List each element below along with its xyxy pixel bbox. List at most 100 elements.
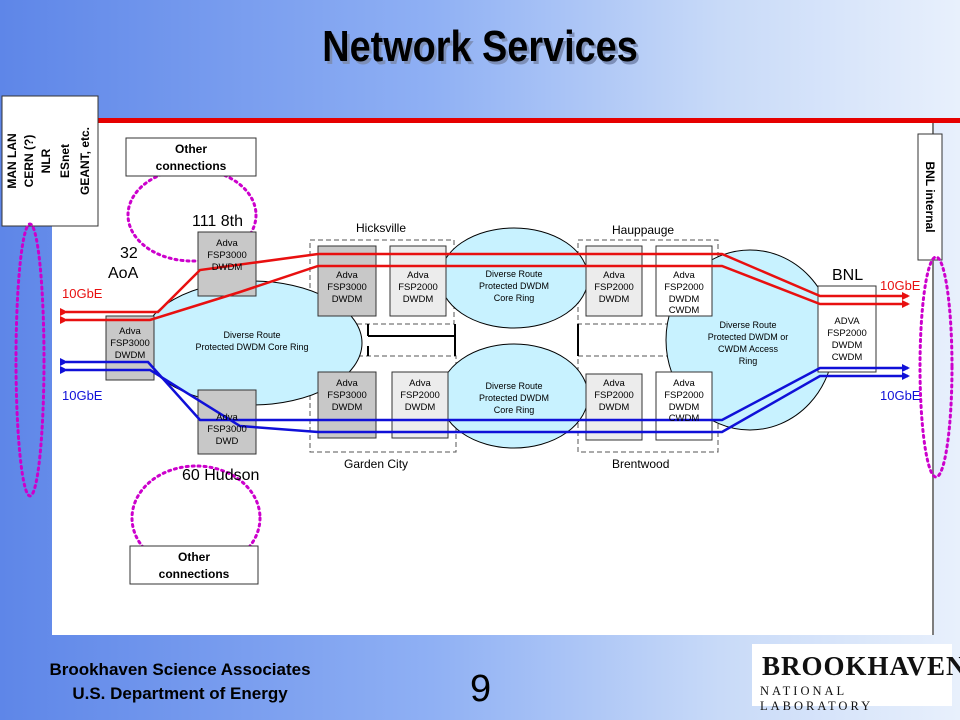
footer-org-line: Brookhaven Science Associates	[49, 660, 311, 679]
node-111-line-3: DWDM	[212, 262, 243, 273]
node-gc-a	[317, 371, 377, 439]
other-bottom-line-2: connections	[159, 567, 230, 581]
access-ring-line-1: Diverse Route	[719, 320, 776, 330]
node-bnl-line-4: CWDM	[832, 352, 863, 363]
node-brent-b-line-4: CWDM	[669, 413, 700, 424]
other-connections-bottom-box	[129, 545, 259, 585]
node-gc-a-line-3: DWDM	[332, 402, 363, 413]
site-label-hicksville: Hicksville	[356, 221, 406, 235]
node-haup-b-line-1: Adva	[673, 270, 695, 281]
node-haup-a	[585, 245, 643, 317]
node-hicks-a	[317, 245, 377, 317]
gbe-right-red-label: 10GbE	[880, 278, 921, 293]
site-label-aoa: AoA	[108, 265, 139, 282]
ring-top-line-2: Protected DWDM	[479, 281, 549, 291]
node-hicks-b-line-2: FSP2000	[398, 282, 438, 293]
node-haup-b-line-4: CWDM	[669, 305, 700, 316]
man-lan-line-5: GEANT, etc.	[78, 127, 92, 195]
node-hicks-a-line-1: Adva	[336, 270, 358, 281]
brookhaven-logo: BROOKHAVEN NATIONAL LABORATORY	[752, 644, 960, 713]
node-hudson-line-3: DWD	[216, 436, 239, 447]
bnl-internal-label: BNL internal	[923, 161, 937, 232]
site-label-111-8th: 111 8th	[192, 213, 243, 230]
gbe-right-blue-label: 10GbE	[880, 388, 921, 403]
node-hicks-b	[389, 245, 447, 317]
site-label-bnl: BNL	[832, 267, 863, 284]
node-brent-a-line-2: FSP2000	[594, 390, 634, 401]
node-brent-a	[585, 373, 643, 441]
node-hicks-a-line-2: FSP3000	[327, 282, 367, 293]
node-hudson-line-1: Adva	[216, 412, 238, 423]
node-haup-b-line-3: DWDM	[669, 294, 700, 305]
node-aoa-line-1: Adva	[119, 326, 141, 337]
node-gc-b	[391, 371, 449, 439]
panel-right-rule	[932, 123, 934, 635]
man-lan-line-3: NLR	[39, 148, 53, 173]
node-brent-b	[655, 371, 713, 441]
node-brent-a-line-3: DWDM	[599, 402, 630, 413]
node-brent-b-line-2: FSP2000	[664, 390, 704, 401]
logo-wordmark: BROOKHAVEN	[762, 651, 960, 681]
node-gc-b-line-3: DWDM	[405, 402, 436, 413]
node-111-line-2: FSP3000	[207, 250, 247, 261]
man-lan-box: MAN LAN CERN (?) NLR ESnet GEANT, etc.	[1, 95, 99, 227]
blue-path-2	[60, 366, 910, 434]
gbe-left-blue-label: 10GbE	[62, 388, 103, 403]
access-ring-line-3: CWDM Access	[718, 344, 779, 354]
page-number: 9	[470, 668, 492, 710]
right-dotted-ellipse	[918, 255, 954, 479]
left-dotted-ellipse	[14, 222, 46, 498]
access-ring-line-2: Protected DWDM or	[708, 332, 789, 342]
node-hicks-b-line-1: Adva	[407, 270, 429, 281]
title-accent-bar	[52, 118, 960, 123]
node-hicks-a-line-3: DWDM	[332, 294, 363, 305]
access-ring-line-4: Ring	[739, 356, 758, 366]
node-gc-a-line-2: FSP3000	[327, 390, 367, 401]
node-111-line-1: Adva	[216, 238, 238, 249]
node-gc-b-line-2: FSP2000	[400, 390, 440, 401]
node-hicks-b-line-3: DWDM	[403, 294, 434, 305]
gbe-left-red-label: 10GbE	[62, 286, 103, 301]
ring-left-line-2: Protected DWDM Core Ring	[195, 342, 308, 352]
other-bottom-line-1: Other	[178, 550, 210, 564]
node-gc-a-line-1: Adva	[336, 378, 358, 389]
site-label-32: 32	[120, 245, 138, 262]
node-brent-a-line-1: Adva	[603, 378, 625, 389]
node-haup-a-line-2: FSP2000	[594, 282, 634, 293]
site-label-brentwood: Brentwood	[612, 457, 669, 471]
node-60-hudson	[197, 389, 257, 455]
site-label-60-hudson: 60 Hudson	[182, 467, 259, 484]
footer-organization: Brookhaven Science Associates U.S. Depar…	[30, 658, 330, 706]
red-path-2	[60, 264, 910, 324]
node-aoa-line-3: DWDM	[115, 350, 146, 361]
ring-bottom-line-2: Protected DWDM	[479, 393, 549, 403]
node-aoa-line-2: FSP3000	[110, 338, 150, 349]
node-hudson-line-2: FSP3000	[207, 424, 247, 435]
node-haup-a-line-3: DWDM	[599, 294, 630, 305]
node-bnl-line-3: DWDM	[832, 340, 863, 351]
man-lan-line-2: CERN (?)	[22, 135, 36, 188]
other-top-line-1: Other	[175, 142, 207, 156]
node-haup-b-line-2: FSP2000	[664, 282, 704, 293]
node-gc-b-line-1: Adva	[409, 378, 431, 389]
node-haup-a-line-1: Adva	[603, 270, 625, 281]
logo-subtitle: NATIONAL LABORATORY	[760, 684, 874, 713]
site-label-hauppauge: Hauppauge	[612, 223, 674, 237]
footer-dept-line: U.S. Department of Energy	[72, 684, 288, 703]
ring-left-line-1: Diverse Route	[223, 330, 280, 340]
ring-bottom-line-3: Core Ring	[494, 405, 535, 415]
ring-top-line-1: Diverse Route	[485, 269, 542, 279]
site-label-garden-city: Garden City	[344, 457, 408, 471]
man-lan-line-1: MAN LAN	[5, 133, 19, 188]
bnl-internal-box: BNL internal	[917, 133, 943, 261]
node-brent-b-line-1: Adva	[673, 378, 695, 389]
other-top-line-2: connections	[156, 159, 227, 173]
node-brent-b-line-3: DWDM	[669, 402, 700, 413]
ring-bottom-line-1: Diverse Route	[485, 381, 542, 391]
other-connections-top-box	[125, 137, 257, 177]
node-bnl-line-1: ADVA	[834, 316, 860, 327]
ring-top-line-3: Core Ring	[494, 293, 535, 303]
man-lan-line-4: ESnet	[58, 144, 72, 178]
node-bnl-line-2: FSP2000	[827, 328, 867, 339]
